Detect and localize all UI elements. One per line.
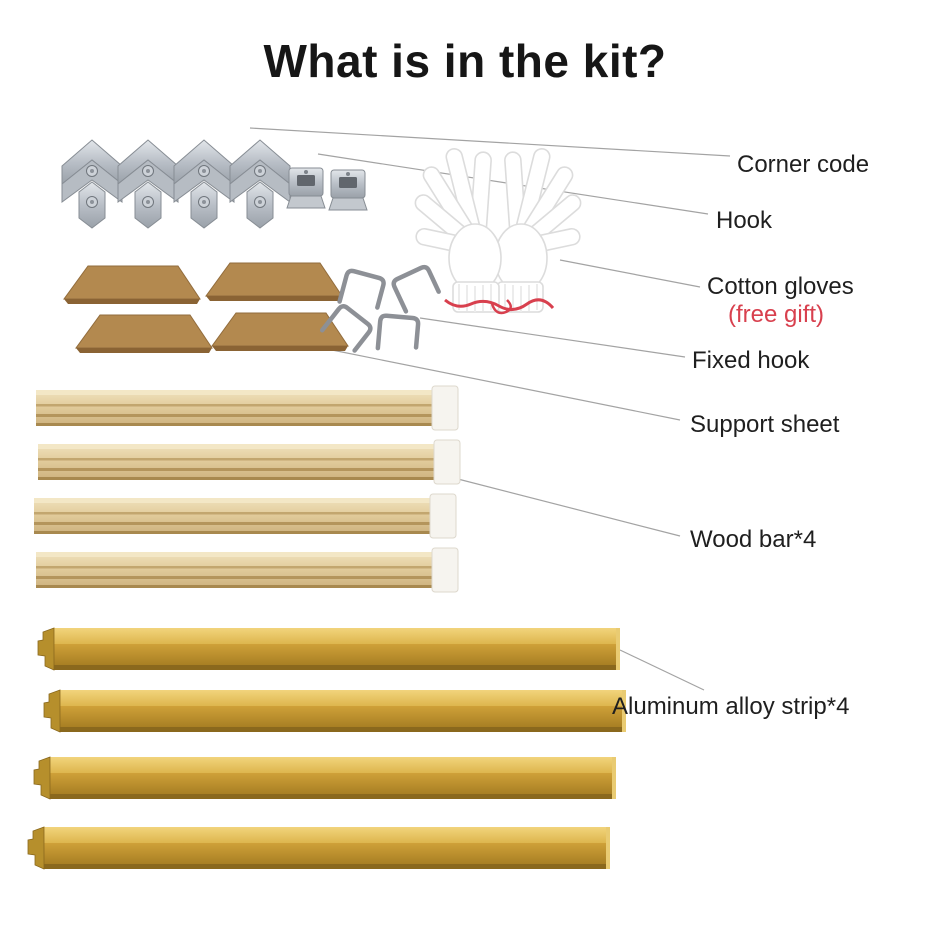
fixed-hook-staple: [392, 265, 440, 311]
wood-bars-illustration: [33, 385, 461, 593]
glove-red-trim: [444, 298, 555, 311]
corner-bracket: [117, 139, 179, 229]
label-wood-bar: Wood bar*4: [690, 526, 817, 553]
callout-line-cotton-gloves: [559, 259, 701, 288]
aluminum-strip: [43, 689, 627, 733]
aluminum-strips-illustration: [27, 627, 627, 870]
wood-bar: [35, 385, 459, 431]
fixed-hook-staple: [378, 315, 419, 351]
support-sheet-piece: [211, 312, 349, 352]
label-hook: Hook: [716, 207, 773, 234]
glove-red-trim-loop: [490, 299, 512, 315]
callout-line-wood-bar: [453, 477, 681, 537]
wood-bar: [33, 493, 457, 539]
support-sheets-illustration: [63, 262, 349, 354]
callout-line-aluminum-strip: [619, 649, 705, 691]
aluminum-strip: [33, 756, 617, 800]
support-sheet-piece: [205, 262, 343, 302]
corner-bracket: [229, 139, 291, 229]
corner-brackets-illustration: [61, 139, 291, 229]
support-sheet-piece: [75, 314, 213, 354]
hook-piece: [328, 169, 368, 211]
page-title: What is in the kit?: [263, 35, 667, 87]
callout-line-fixed-hook: [419, 317, 686, 358]
corner-bracket: [61, 139, 123, 229]
callout-line-support-sheet: [331, 349, 681, 421]
label-cotton-gloves: Cotton gloves: [707, 273, 854, 300]
label-aluminum-strip: Aluminum alloy strip*4: [612, 693, 850, 720]
label-support-sheet: Support sheet: [690, 411, 840, 438]
corner-bracket: [173, 139, 235, 229]
cotton-gloves-illustration: [411, 146, 585, 315]
wood-bar: [37, 439, 461, 485]
callout-line-corner-code: [249, 127, 731, 157]
hooks-illustration: [286, 167, 368, 211]
label-corner-code: Corner code: [737, 151, 870, 178]
aluminum-strip: [37, 627, 621, 671]
glove: [494, 146, 585, 313]
aluminum-strip: [27, 826, 611, 870]
wood-bar: [35, 547, 459, 593]
support-sheet-piece: [63, 265, 201, 305]
label-fixed-hook: Fixed hook: [692, 347, 810, 374]
hook-piece: [286, 167, 326, 209]
label-free-gift: (free gift): [728, 301, 825, 328]
glove: [411, 146, 502, 313]
